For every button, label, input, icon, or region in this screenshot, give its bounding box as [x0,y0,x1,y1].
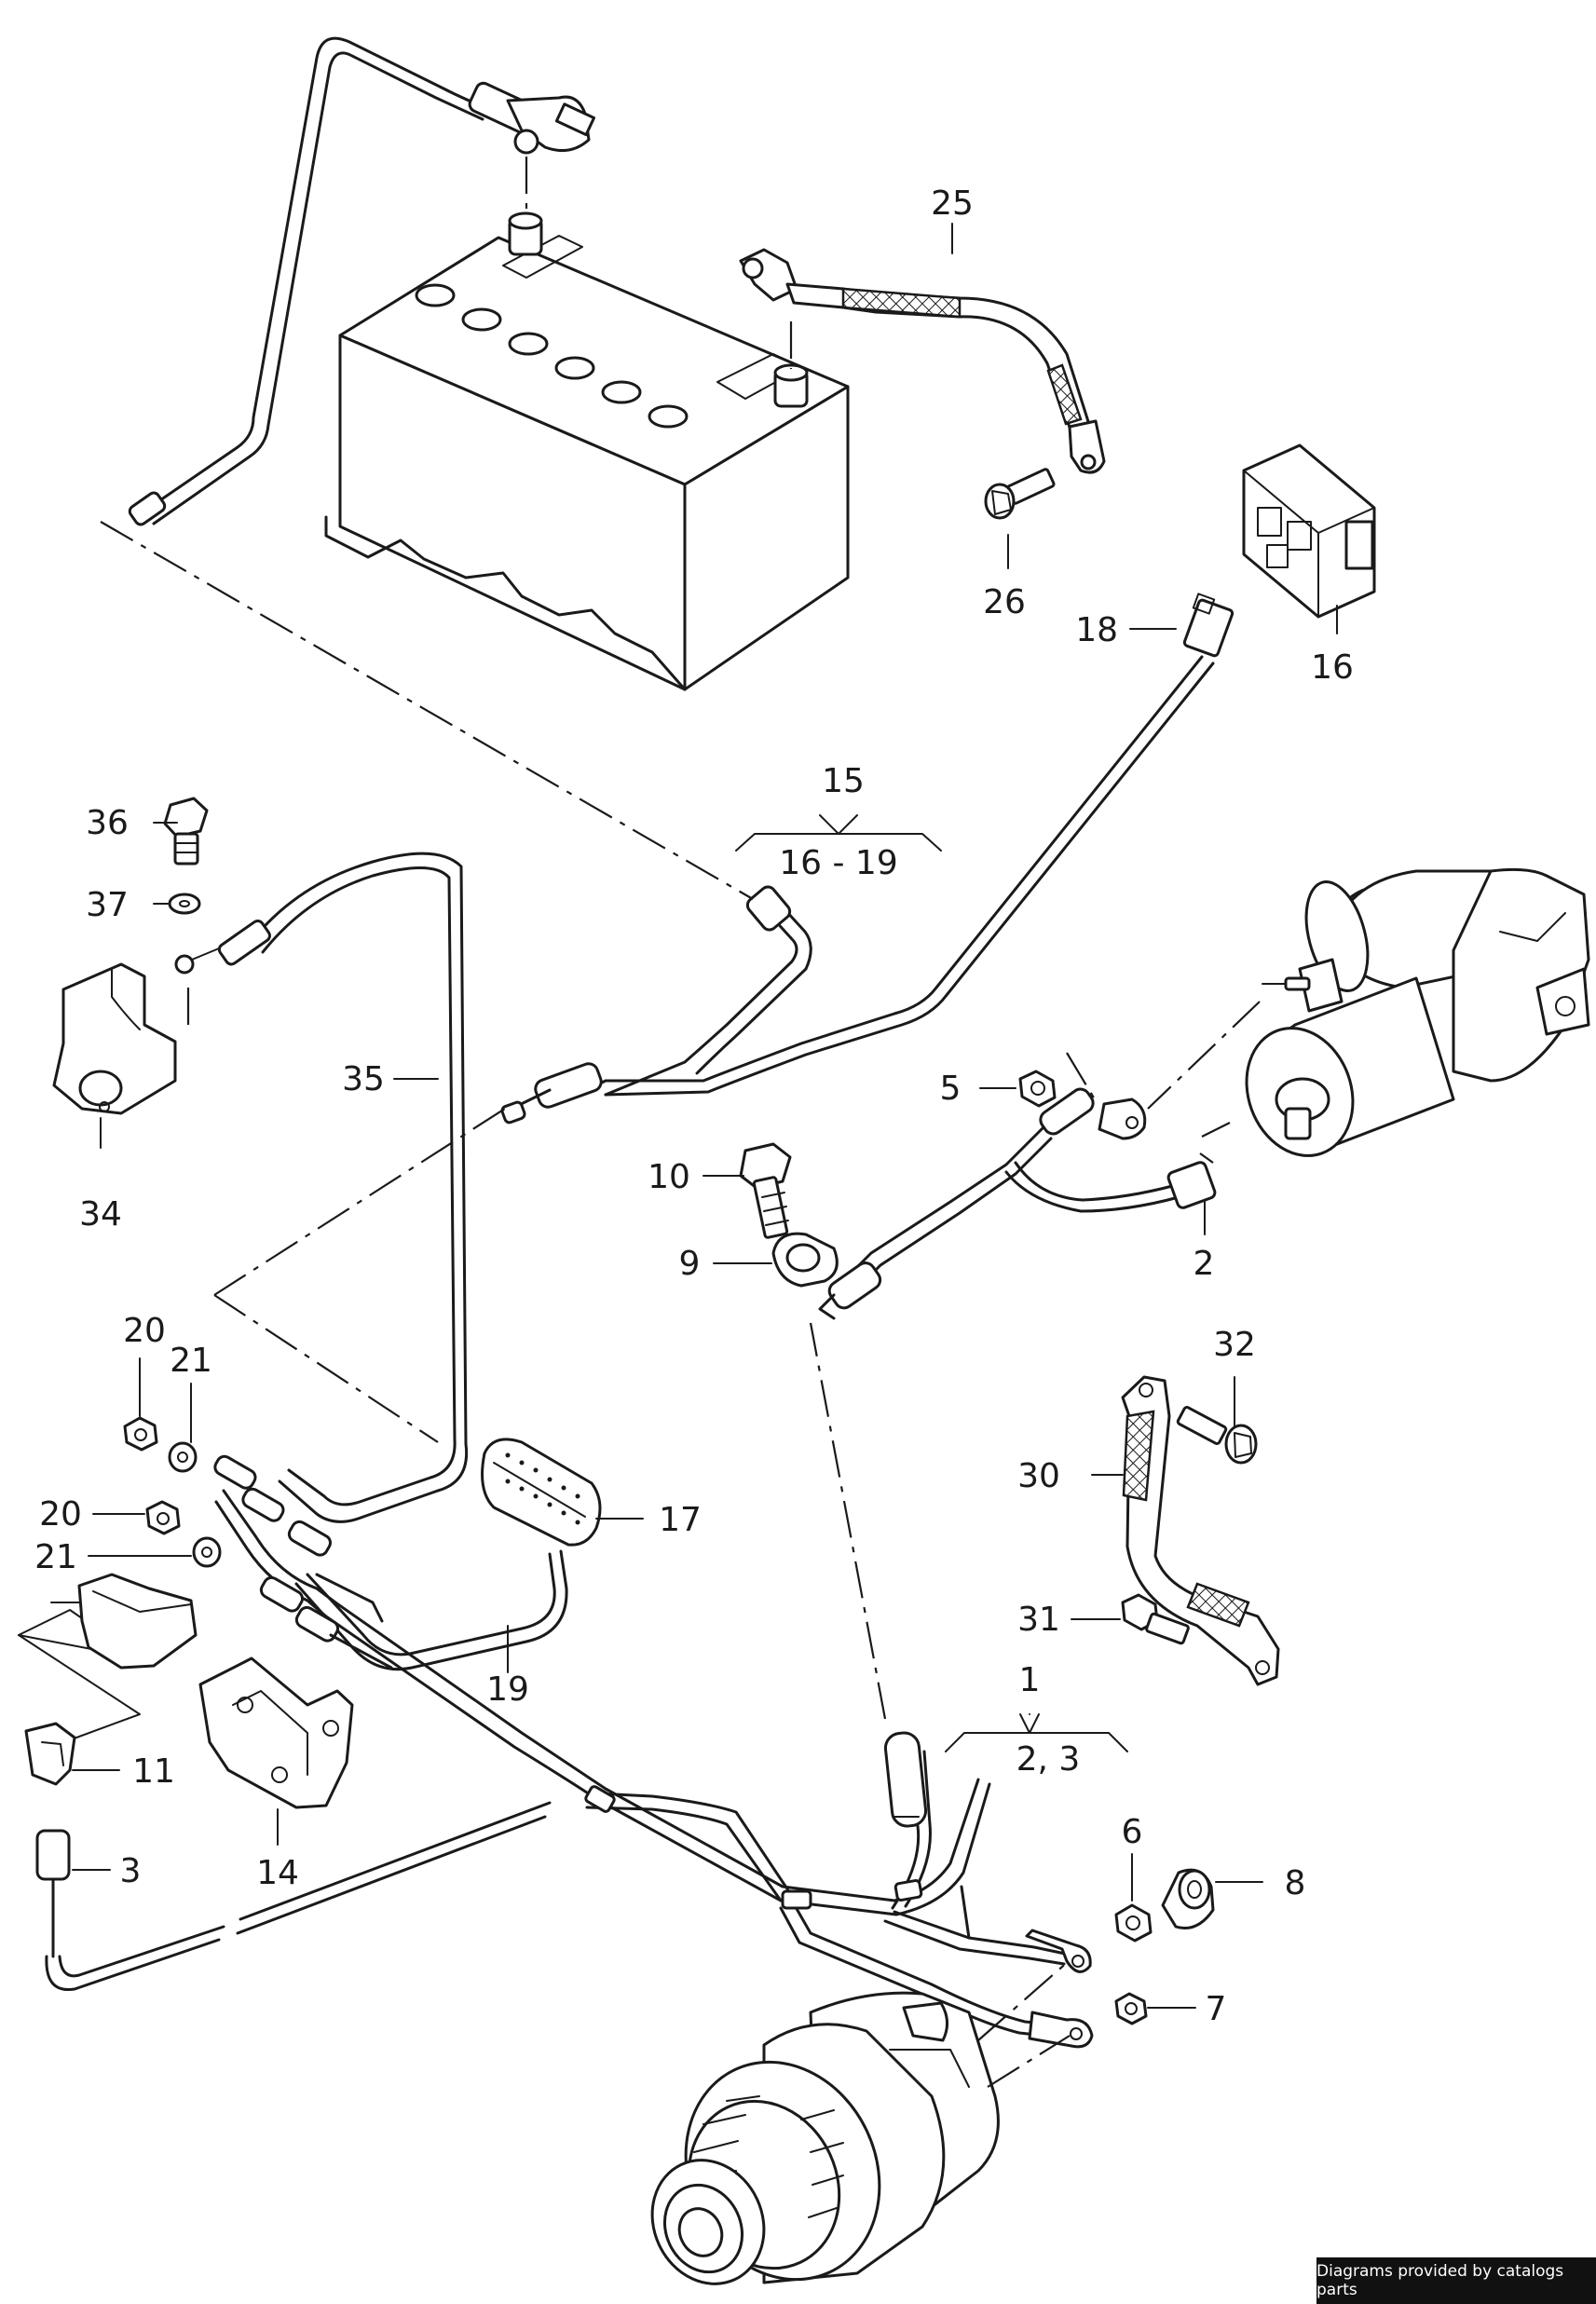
callout-9: 9 [679,1245,701,1283]
relay-socket-16 [1242,443,1376,619]
callout-18: 18 [1075,611,1118,649]
callout-10: 10 [648,1158,690,1196]
bracket-34 [52,962,190,1115]
lead-3 [35,1801,552,1992]
callout-labels: 25 26 16 18 15 16 - 19 36 37 35 34 5 10 … [34,184,1354,2028]
callout-16-19: 16 - 19 [779,844,898,882]
ground-strap-25 [739,248,1106,520]
callout-5: 5 [940,1070,962,1108]
callout-36: 36 [86,804,129,842]
callout-19: 19 [486,1670,529,1709]
callout-26: 26 [983,583,1026,621]
callout-20-upper: 20 [123,1312,166,1350]
callout-7: 7 [1206,1990,1227,2028]
nut-7 [1114,1992,1148,2025]
washer-21-upper [168,1441,198,1473]
callout-2: 2 [1194,1245,1215,1283]
washer-37 [168,893,201,915]
callout-16: 16 [1311,648,1354,687]
alternator [650,1959,1071,2285]
bushing-8 [1161,1868,1215,1929]
positive-battery-cable [128,36,596,526]
callout-32: 32 [1213,1326,1256,1364]
bolt-36 [163,797,209,866]
callout-37: 37 [86,886,129,924]
cable-35 [174,852,469,1523]
credit-badge: Diagrams provided by catalogs parts [1316,2257,1596,2304]
callout-6: 6 [1122,1813,1143,1851]
callout-31: 31 [1017,1601,1060,1639]
positive-lead-15 [500,655,1215,1125]
callout-34: 34 [79,1195,122,1234]
leader-lines [72,223,1338,2009]
battery [324,211,850,691]
callout-1: 1 [1019,1661,1041,1699]
bolt-10 [739,1142,792,1239]
callout-30: 30 [1017,1457,1060,1495]
ring-terminals [213,1454,393,1670]
washer-21-lower [192,1536,222,1568]
connector-housing-17 [481,1438,602,1547]
nut-20-upper [123,1416,158,1452]
callout-15: 15 [822,762,865,800]
bracket-14 [198,1656,354,1809]
callout-11: 11 [132,1752,175,1791]
callout-21-upper: 21 [170,1342,212,1380]
nut-20-lower [145,1500,181,1535]
connector-18 [1182,593,1235,658]
callout-17: 17 [659,1501,702,1539]
bolt-26 [984,468,1056,520]
ground-strap-30 [1121,1375,1280,1686]
callout-8: 8 [1285,1864,1306,1902]
nut-6 [1114,1903,1153,1943]
callout-20-lower: 20 [39,1495,82,1534]
callout-14: 14 [256,1854,299,1892]
starter-motor [1147,867,1590,1157]
callout-21-lower: 21 [34,1538,77,1576]
bolt-31 [1121,1593,1190,1645]
nut-5 [1018,1070,1057,1108]
bolt-32 [1176,1405,1258,1465]
clamp-9 [771,1232,839,1288]
clip-11 [18,1573,198,1786]
callout-2-3: 2, 3 [1016,1740,1081,1779]
lead-19 [294,1549,568,1671]
callout-3: 3 [120,1852,142,1890]
callout-35: 35 [342,1060,385,1098]
main-harness-1 [214,1322,1094,2049]
callout-25: 25 [931,184,974,223]
starter-lead-2 [818,1052,1231,1320]
